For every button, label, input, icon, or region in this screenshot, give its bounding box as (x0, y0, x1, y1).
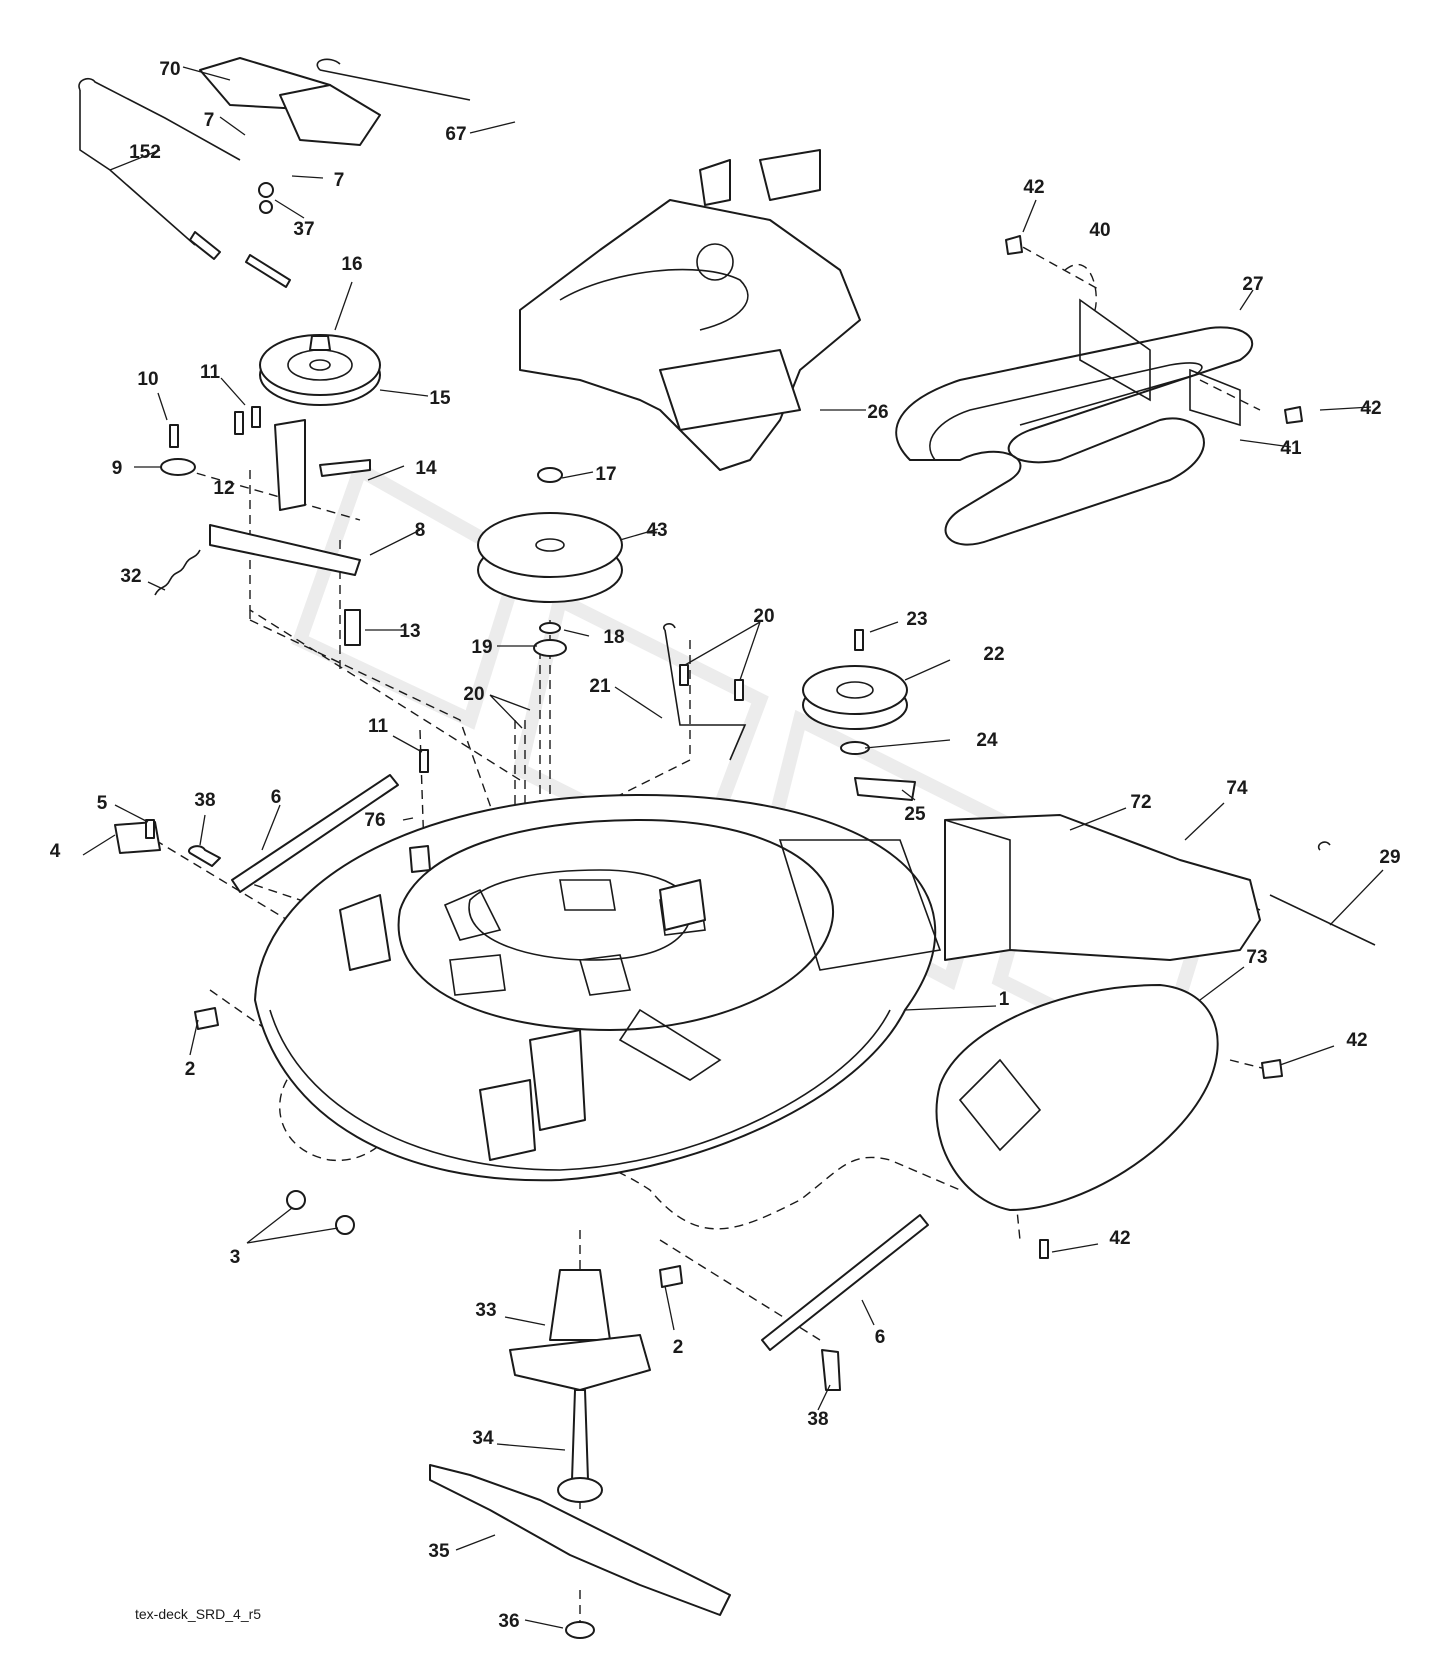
idler-pulley-assembly (663, 623, 916, 801)
callout-34: 34 (472, 1428, 494, 1449)
callout-41: 41 (1280, 438, 1302, 459)
callout-11: 11 (368, 716, 389, 737)
spindle-blade-assembly (429, 1269, 731, 1639)
callout-40: 40 (1089, 220, 1110, 241)
callout-4: 4 (50, 841, 61, 862)
callout-6: 6 (875, 1327, 886, 1348)
callout-37: 37 (293, 219, 314, 240)
leader-lines (82, 66, 1384, 1629)
callout-7: 7 (334, 170, 345, 191)
callout-29: 29 (1379, 847, 1400, 868)
callout-14: 14 (415, 458, 437, 479)
callout-42: 42 (1109, 1228, 1130, 1249)
callout-6: 6 (271, 787, 282, 808)
callout-42: 42 (1346, 1030, 1367, 1051)
callout-7: 7 (204, 110, 215, 131)
callout-38: 38 (194, 790, 215, 811)
callout-2: 2 (673, 1337, 684, 1358)
callout-73: 73 (1246, 947, 1267, 968)
callout-18: 18 (603, 627, 624, 648)
callout-10: 10 (137, 369, 158, 390)
callout-76: 76 (364, 810, 385, 831)
deck-shell (254, 794, 942, 1182)
callout-35: 35 (428, 1541, 450, 1562)
callout-5: 5 (97, 793, 108, 814)
callout-33: 33 (475, 1300, 496, 1321)
callout-labels: 70 7 152 7 37 67 42 40 27 42 41 16 10 11… (50, 59, 1401, 1632)
callout-42: 42 (1023, 177, 1044, 198)
callout-70: 70 (159, 59, 180, 80)
callout-42: 42 (1360, 398, 1381, 419)
callout-67: 67 (445, 124, 466, 145)
callout-74: 74 (1226, 778, 1248, 799)
callout-27: 27 (1242, 274, 1263, 295)
callout-9: 9 (112, 458, 123, 479)
callout-43: 43 (646, 520, 667, 541)
callout-20: 20 (753, 606, 774, 627)
callout-20: 20 (463, 684, 484, 705)
idler-arm-assembly (154, 334, 381, 646)
callout-32: 32 (120, 566, 141, 587)
callout-38: 38 (807, 1409, 828, 1430)
callout-24: 24 (976, 730, 998, 751)
callout-16: 16 (341, 254, 362, 275)
callout-152: 152 (129, 142, 161, 163)
callout-8: 8 (415, 520, 426, 541)
callout-13: 13 (399, 621, 420, 642)
callout-26: 26 (867, 402, 888, 423)
callout-19: 19 (471, 637, 492, 658)
deck-brackets (114, 235, 1303, 1391)
engagement-cable (78, 57, 471, 288)
callout-25: 25 (904, 804, 926, 825)
belt-cover (519, 149, 861, 471)
callout-21: 21 (589, 676, 611, 697)
callout-17: 17 (595, 464, 616, 485)
callout-72: 72 (1130, 792, 1151, 813)
callout-22: 22 (983, 644, 1004, 665)
callout-36: 36 (498, 1611, 519, 1632)
callout-12: 12 (213, 478, 234, 499)
callout-23: 23 (906, 609, 927, 630)
callout-1: 1 (999, 989, 1010, 1010)
callout-15: 15 (429, 388, 451, 409)
diagram-reference-code: tex-deck_SRD_4_r5 (135, 1606, 262, 1622)
discharge-chute (935, 814, 1376, 1211)
callout-11: 11 (200, 362, 221, 383)
callout-2: 2 (185, 1059, 196, 1080)
deck-belt (895, 298, 1254, 546)
spindle-pulley (477, 467, 623, 657)
callout-3: 3 (230, 1247, 241, 1268)
